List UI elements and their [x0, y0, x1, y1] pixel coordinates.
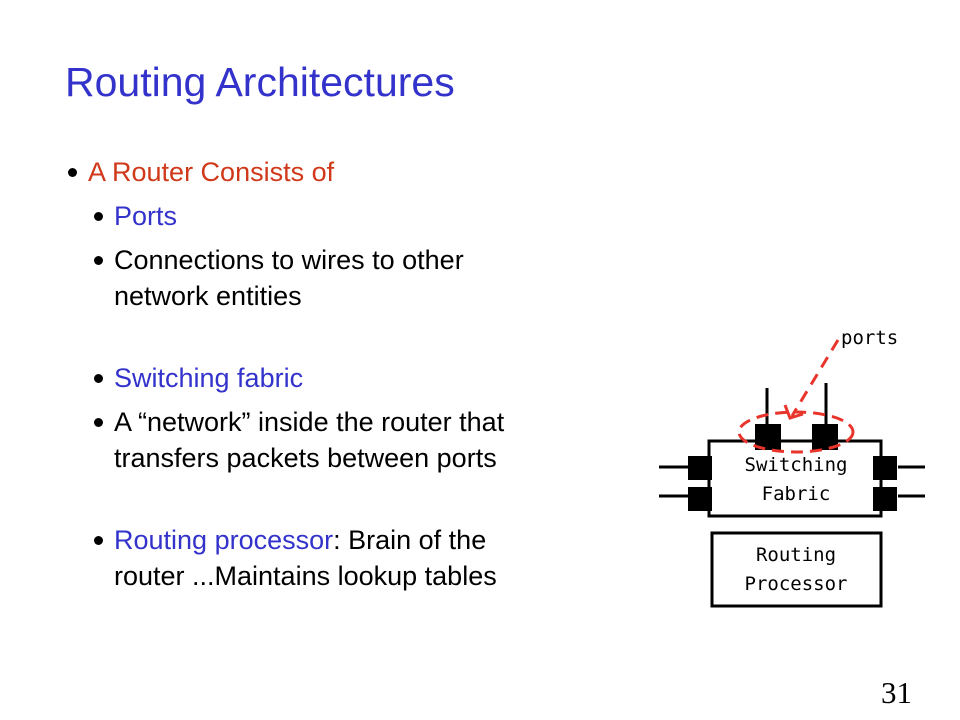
bullet-routing-processor: Routing processor: Brain of the router .… — [94, 522, 497, 594]
routing-processor-box — [710, 531, 883, 608]
routing-processor-label-line2: Processor — [745, 573, 848, 595]
ports-label: ports — [841, 327, 898, 349]
port-right-upper — [873, 456, 897, 480]
page-number: 31 — [881, 675, 912, 710]
bullet-dot — [94, 536, 103, 545]
bullet-text: Switching fabric — [114, 363, 304, 393]
bullet-dot — [94, 374, 103, 383]
bullet-network-inside: A “network” inside the router that trans… — [94, 404, 505, 476]
bullet-text-line2: network entities — [114, 281, 302, 311]
bullet-rest: : Brain of the — [333, 525, 487, 555]
bullet-dot — [94, 212, 103, 221]
bullet-text-line1: Routing processor: Brain of the — [114, 522, 497, 558]
bullet-router-consists: A Router Consists of — [68, 154, 335, 190]
switching-fabric-box — [707, 439, 883, 518]
bullet-connections: Connections to wires to other network en… — [94, 242, 464, 314]
page-title: Routing Architectures — [65, 59, 455, 105]
port-top-left — [755, 424, 781, 450]
port-left-upper — [688, 456, 712, 480]
bullet-dot — [94, 418, 103, 427]
bullet-text-line2: transfers packets between ports — [114, 443, 497, 473]
bullet-dot — [68, 168, 77, 177]
bullet-ports: Ports — [94, 198, 178, 234]
ports-highlight-ellipse — [737, 410, 855, 454]
switching-fabric-label-line2: Fabric — [762, 483, 831, 505]
routing-processor-label-line1: Routing — [756, 544, 836, 566]
bullet-text-line1: Connections to wires to other — [114, 245, 464, 275]
bullet-text: Ports — [114, 201, 178, 231]
bullet-text-line2: router ...Maintains lookup tables — [114, 561, 497, 591]
port-right-lower — [873, 487, 897, 511]
switching-fabric-label-line1: Switching — [745, 454, 848, 476]
bullet-text-line1: A “network” inside the router that — [114, 407, 505, 437]
ports-pointer-arrowhead — [783, 404, 804, 420]
bullet-text: A Router Consists of — [88, 157, 335, 187]
bullet-highlight: Routing processor — [114, 525, 334, 555]
ports-pointer-line — [790, 339, 840, 417]
port-left-lower — [688, 487, 712, 511]
bullet-dot — [94, 256, 103, 265]
bullet-switching-fabric: Switching fabric — [94, 360, 304, 396]
